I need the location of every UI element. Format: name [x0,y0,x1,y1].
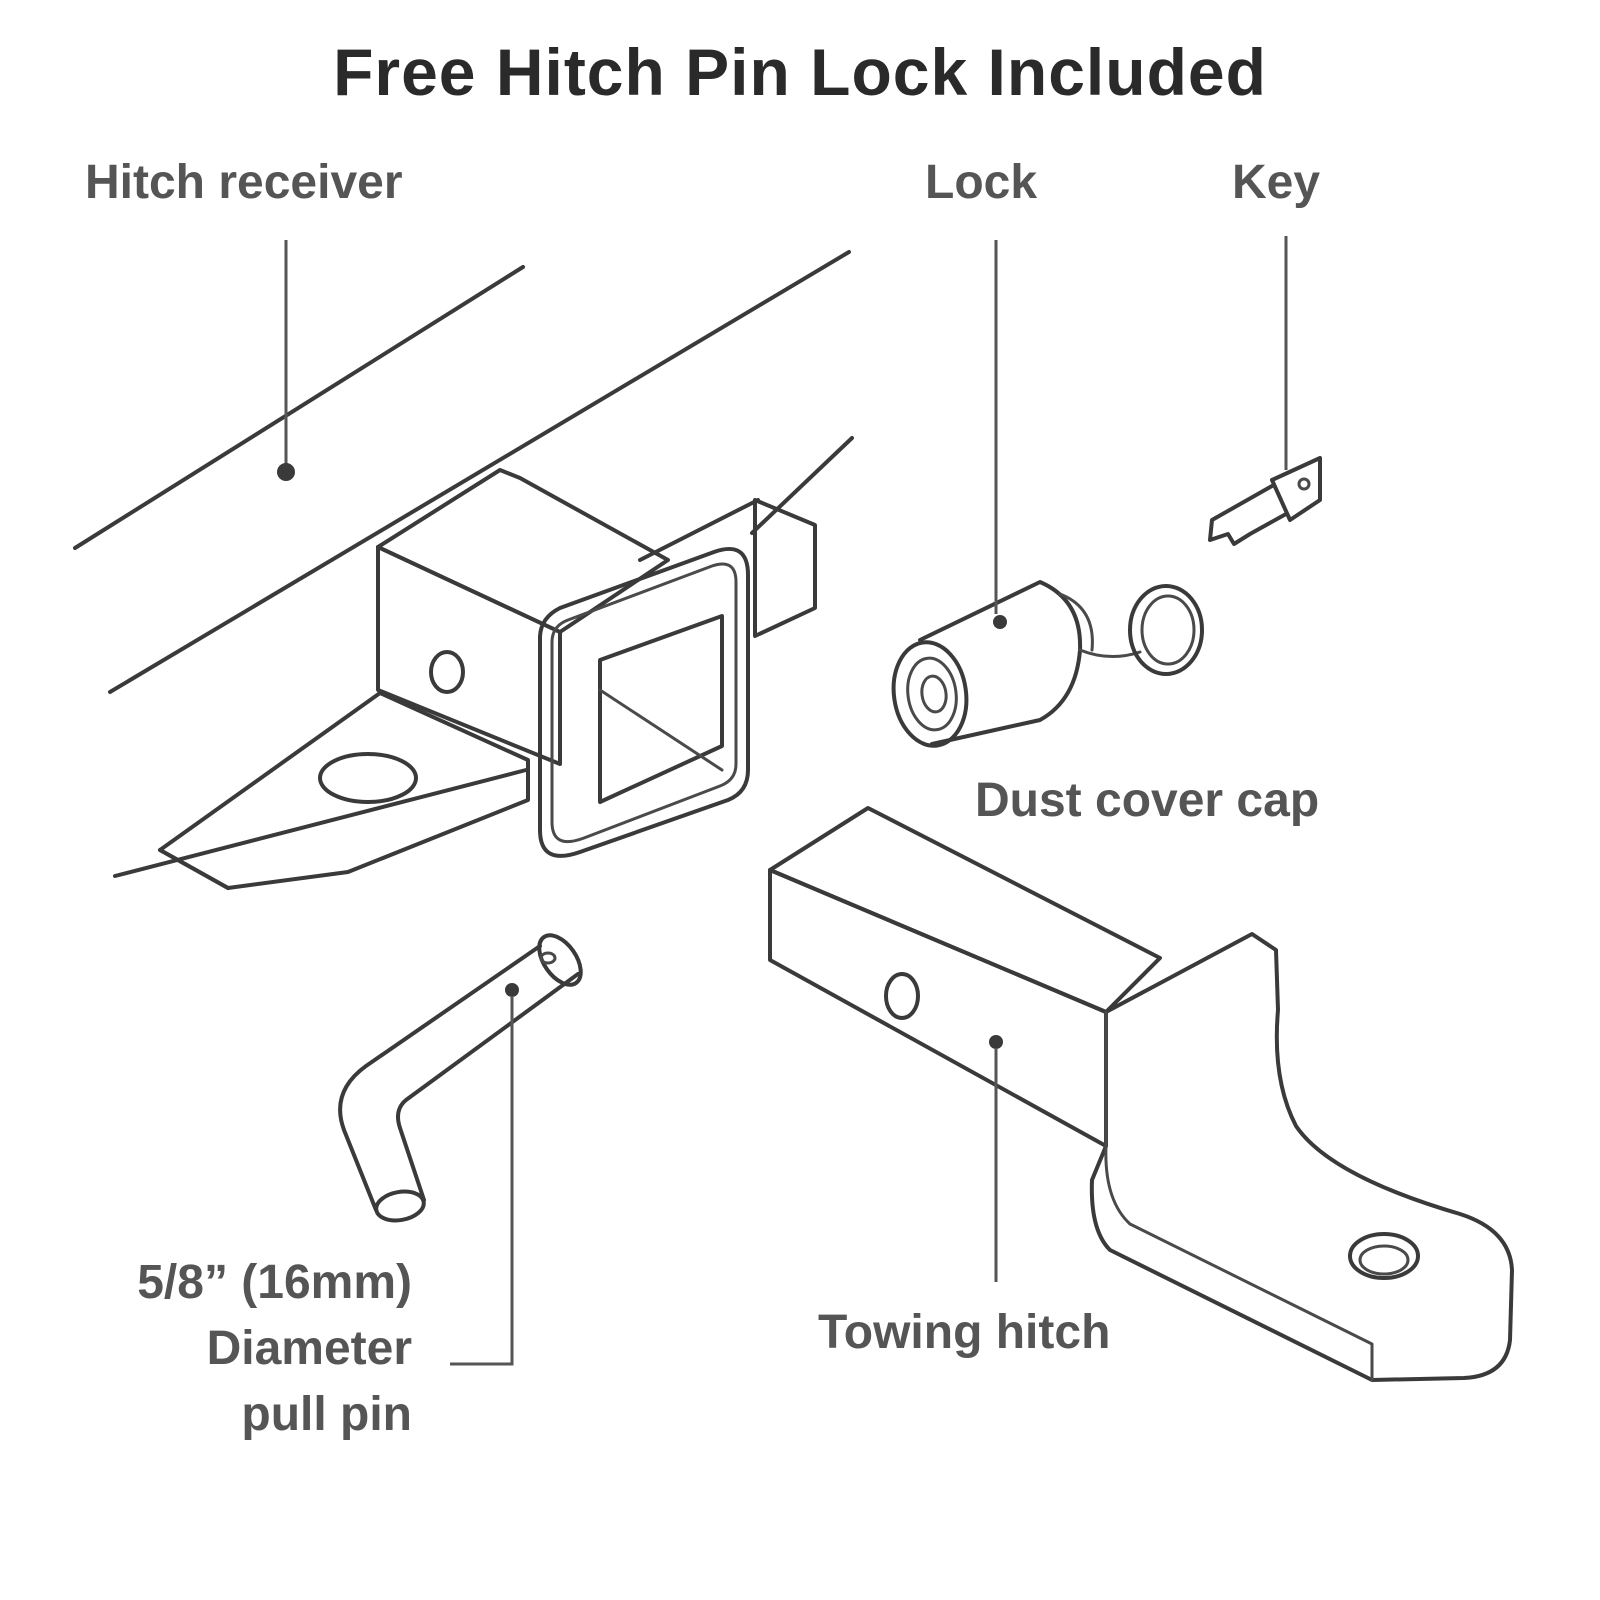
label-hitch-receiver: Hitch receiver [85,156,403,209]
key-drawing [1208,456,1322,546]
page-title: Free Hitch Pin Lock Included [333,35,1267,109]
hitch-receiver-drawing [158,468,817,890]
label-pull-pin-line2: Diameter [206,1322,412,1376]
leader-lines [277,236,1288,1366]
label-towing-hitch: Towing hitch [818,1306,1111,1359]
label-pull-pin: 5/8” (16mm) Diameter pull pin [40,1250,412,1449]
label-dust-cover-cap: Dust cover cap [975,774,1320,827]
label-pull-pin-line1: 5/8” (16mm) [137,1256,412,1309]
vehicle-frame [73,250,854,878]
label-pull-pin-line3: pull pin [241,1388,412,1442]
towing-hitch-drawing [768,806,1514,1382]
lock-drawing [891,580,1204,748]
label-key: Key [1232,156,1321,209]
pull-pin-drawing [338,933,583,1223]
label-lock: Lock [925,156,1038,209]
